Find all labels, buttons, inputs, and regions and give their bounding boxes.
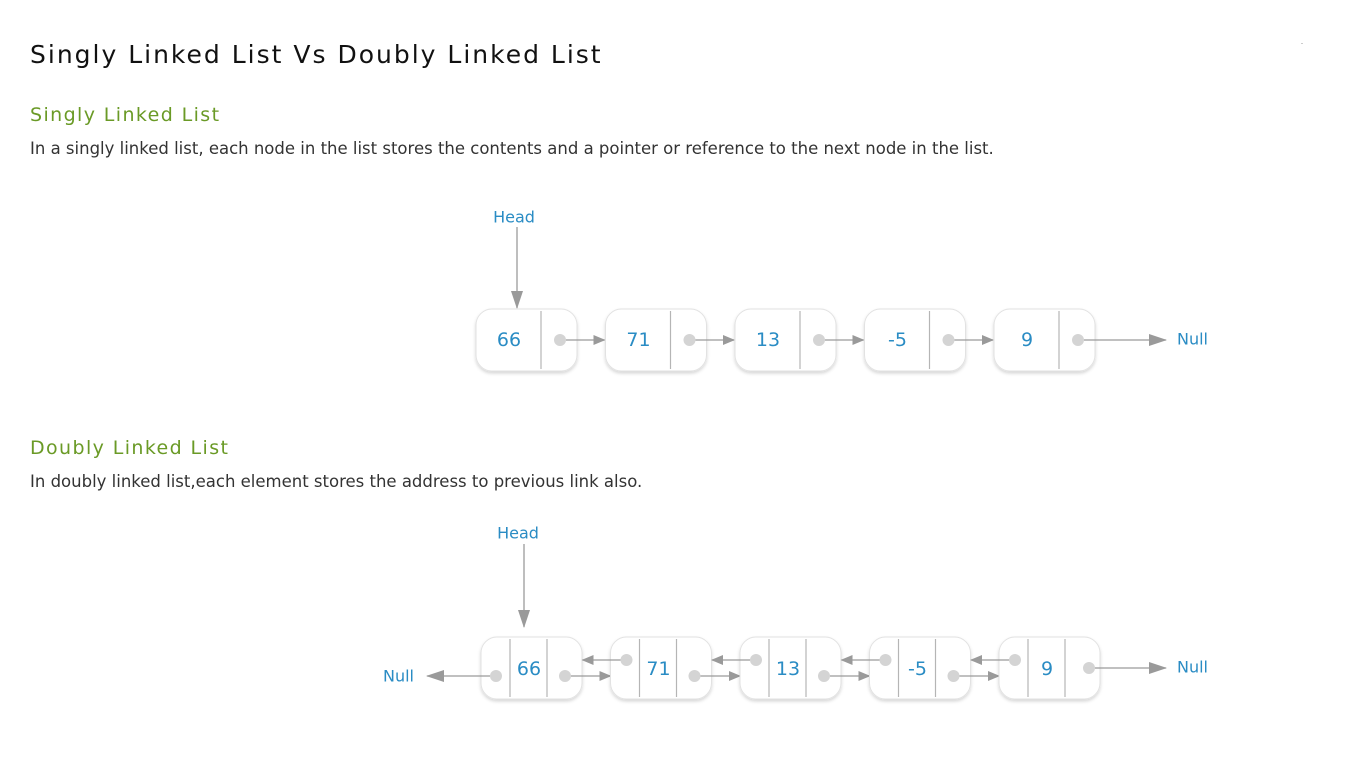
singly-node: -5 bbox=[864, 308, 994, 372]
doubly-node: 71 bbox=[581, 636, 741, 700]
doubly-prev-pointer-dot bbox=[750, 654, 762, 666]
singly-nodes: 66 71 13 -5 9 bbox=[475, 308, 1167, 372]
singly-node: 66 bbox=[475, 308, 606, 372]
singly-node-value: 66 bbox=[497, 329, 521, 351]
doubly-node-box bbox=[480, 636, 583, 700]
doubly-head-label: Head bbox=[497, 524, 539, 543]
doubly-node-value: -5 bbox=[908, 658, 927, 680]
doubly-node-value: 9 bbox=[1041, 658, 1053, 680]
singly-head-label: Head bbox=[493, 208, 535, 227]
singly-node: 13 bbox=[734, 308, 865, 372]
singly-next-pointer-dot bbox=[554, 334, 566, 346]
doubly-description: In doubly linked list,each element store… bbox=[30, 472, 643, 491]
doubly-node-box bbox=[739, 636, 842, 700]
doubly-list-diagram: Head Null Null 66 71 13 -5 9 bbox=[383, 524, 1208, 700]
doubly-node: 66 bbox=[426, 636, 612, 700]
singly-next-pointer-dot bbox=[942, 334, 955, 346]
singly-node-value: 9 bbox=[1021, 329, 1033, 351]
singly-list-diagram: Head 66 71 13 -5 9 Null bbox=[475, 208, 1208, 372]
corner-mark bbox=[1301, 43, 1303, 44]
singly-null-label: Null bbox=[1177, 330, 1208, 349]
doubly-prev-pointer-dot bbox=[620, 654, 633, 666]
doubly-next-pointer-dot bbox=[818, 670, 830, 682]
doubly-node-value: 13 bbox=[776, 658, 800, 680]
singly-node-value: 13 bbox=[756, 329, 780, 351]
singly-next-pointer-dot bbox=[683, 334, 696, 346]
doubly-node-box bbox=[610, 636, 712, 700]
doubly-heading: Doubly Linked List bbox=[30, 437, 230, 459]
doubly-left-null-label: Null bbox=[383, 667, 414, 686]
doubly-node: 13 bbox=[711, 636, 871, 700]
singly-next-pointer-dot bbox=[1072, 334, 1084, 346]
doubly-node-box bbox=[869, 636, 971, 700]
singly-node: 71 bbox=[605, 308, 735, 372]
singly-node: 9 bbox=[993, 308, 1167, 372]
doubly-prev-pointer-dot bbox=[879, 654, 892, 666]
doubly-prev-pointer-dot bbox=[1009, 654, 1021, 666]
doubly-node-value: 71 bbox=[646, 658, 670, 680]
page-title: Singly Linked List Vs Doubly Linked List bbox=[30, 40, 603, 69]
doubly-next-pointer-dot bbox=[688, 670, 701, 682]
singly-node-value: -5 bbox=[888, 329, 907, 351]
singly-node-value: 71 bbox=[626, 329, 650, 351]
doubly-right-null-label: Null bbox=[1177, 658, 1208, 677]
doubly-node: -5 bbox=[840, 636, 1000, 700]
doubly-next-pointer-dot bbox=[559, 670, 571, 682]
doubly-nodes: 66 71 13 -5 9 bbox=[426, 636, 1167, 700]
doubly-next-pointer-dot bbox=[1083, 662, 1095, 674]
doubly-node: 9 bbox=[970, 636, 1167, 700]
doubly-next-pointer-dot bbox=[947, 670, 960, 682]
singly-description: In a singly linked list, each node in th… bbox=[30, 139, 994, 158]
doubly-prev-pointer-dot bbox=[490, 670, 502, 682]
singly-heading: Singly Linked List bbox=[30, 104, 221, 126]
singly-next-pointer-dot bbox=[813, 334, 825, 346]
doubly-node-value: 66 bbox=[517, 658, 541, 680]
